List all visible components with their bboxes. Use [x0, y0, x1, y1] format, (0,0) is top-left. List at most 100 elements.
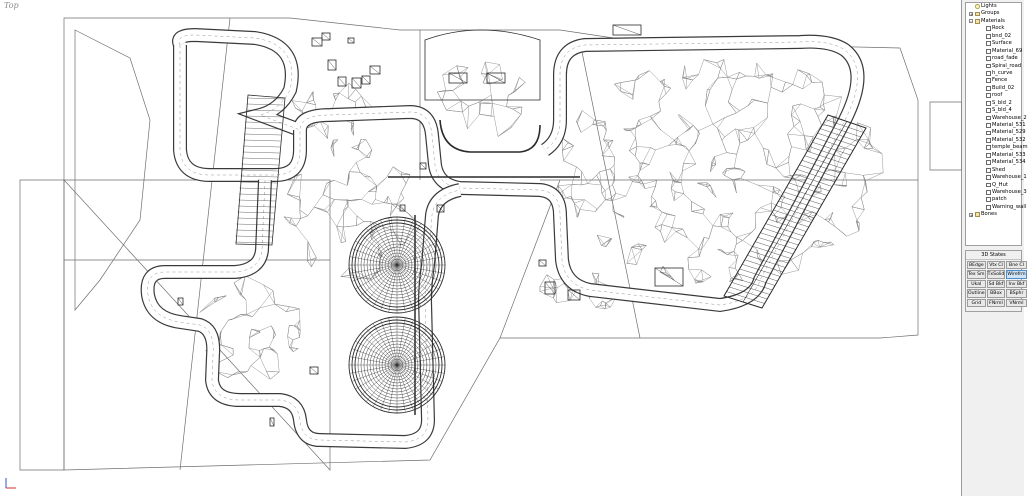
tree-item-label: h_curve [992, 69, 1013, 76]
tree-item-label: Warehouse_1 [992, 174, 1027, 181]
wireframe-canvas[interactable] [0, 0, 963, 496]
top-viewport[interactable]: Top [0, 0, 963, 496]
tree-item[interactable]: Lights [966, 3, 1021, 10]
material-icon [986, 175, 991, 180]
states-panel-title: 3D States [966, 251, 1021, 260]
material-icon [986, 182, 991, 188]
tree-item-label: Lights [981, 3, 997, 9]
folder-icon [975, 11, 980, 17]
tree-item[interactable]: + Groups [966, 10, 1021, 17]
tree-item[interactable]: Q_Hut [966, 182, 1021, 189]
tree-item[interactable]: S_bld_2 [966, 100, 1021, 107]
tree-item[interactable]: + Bones [966, 211, 1021, 218]
tree-item[interactable]: Warehouse_1 [966, 174, 1027, 181]
tree-item[interactable]: Warehouse_2 [966, 115, 1027, 122]
tree-item[interactable]: Shed [966, 167, 1021, 174]
material-icon [986, 167, 991, 173]
tree-item-label: Fence [992, 77, 1008, 84]
tree-item[interactable]: Material_534 [966, 159, 1026, 166]
tree-item[interactable]: Fence [966, 77, 1021, 84]
tree-item-label: Material_529 [992, 129, 1026, 136]
tree-item[interactable]: bnd_02 [966, 33, 1021, 40]
tree-item[interactable]: Material_69 [966, 47, 1023, 55]
tree-item[interactable]: Material_532 [966, 137, 1026, 144]
material-icon [986, 100, 991, 106]
state-toggle-button[interactable]: Wirefrm [1006, 270, 1027, 279]
material-icon [986, 137, 991, 143]
state-toggle-button[interactable]: Inv Bkf [1006, 279, 1027, 289]
tree-item[interactable]: Material_529 [966, 129, 1026, 136]
state-toggle-button[interactable]: Tex Sm [967, 270, 986, 279]
tree-item[interactable]: Spiral_road [966, 63, 1021, 70]
state-toggle-button[interactable]: Sd Bkf [986, 279, 1006, 289]
tree-item-label: Bones [981, 211, 997, 218]
folder-icon [975, 18, 980, 24]
state-toggle-button[interactable]: Outline [967, 289, 986, 298]
tree-item-label: Q_Hut [992, 181, 1008, 188]
tree-item[interactable]: Rock [966, 25, 1021, 32]
material-icon [986, 48, 991, 54]
state-toggle-button[interactable]: BEdge [967, 261, 986, 270]
material-icon [986, 41, 991, 47]
tree-item-label: Rock [992, 25, 1005, 32]
tree-item[interactable]: Material_533 [966, 152, 1026, 159]
state-toggle-button[interactable]: Vtx Cl [986, 261, 1006, 270]
tree-item[interactable]: Material_531 [966, 122, 1026, 129]
expander-icon[interactable]: + [969, 212, 974, 218]
state-toggle-button[interactable]: FNrml [986, 298, 1006, 307]
tree-item-label: Build_02 [992, 84, 1015, 91]
state-toggle-button[interactable]: Ukal [967, 279, 986, 289]
expander-icon[interactable]: + [969, 11, 974, 17]
buildings [177, 24, 684, 427]
boundary-polygons [19, 17, 963, 471]
material-icon [986, 33, 991, 39]
tree-item[interactable]: Build_02 [966, 85, 1021, 92]
tree-item[interactable]: Warehouse_3 [966, 189, 1027, 196]
tree-item-label: Material_532 [992, 136, 1026, 143]
material-icon [986, 115, 991, 121]
tree-item[interactable]: temple_beam [966, 144, 1028, 151]
terrain-triangulation [199, 59, 884, 380]
state-toggle-button[interactable]: TxSolid [986, 270, 1006, 279]
tree-item-label: Material_69 [992, 47, 1023, 54]
tree-item-label: Material_533 [992, 151, 1026, 158]
tree-item-label: road_fade [992, 55, 1018, 62]
tree-item-label: Groups [981, 10, 1000, 17]
material-icon [986, 56, 991, 61]
state-toggle-button[interactable]: VNrml [1006, 298, 1027, 307]
material-icon [986, 78, 991, 84]
tree-item-label: Spiral_road [992, 62, 1022, 69]
tree-item-label: S_bld_2 [992, 99, 1012, 106]
material-icon [986, 130, 991, 136]
state-toggle-button[interactable]: BSphr [1006, 289, 1027, 298]
material-icon [986, 152, 991, 158]
material-icon [986, 71, 991, 76]
tree-item-label: Material_531 [992, 122, 1026, 128]
tree-item-label: Warehouse_2 [992, 114, 1027, 121]
tree-item[interactable]: roof [966, 92, 1021, 99]
tree-item-label: Materials [981, 17, 1005, 24]
tree-item-label: Material_534 [992, 159, 1026, 166]
tree-item[interactable]: h_curve [966, 70, 1021, 77]
material-icon [986, 204, 991, 210]
tree-item-label: S_bld_4 [992, 107, 1012, 114]
material-icon [986, 123, 991, 128]
tree-item-label: Surface [992, 40, 1012, 47]
material-icon [986, 190, 991, 195]
state-toggle-button[interactable]: BBox [986, 289, 1006, 298]
expander-icon[interactable]: - [969, 19, 973, 25]
state-toggle-button[interactable]: Grid [967, 298, 986, 307]
tree-item[interactable]: Warning_wall [966, 204, 1026, 211]
material-icon [986, 160, 991, 166]
tree-item[interactable]: - Materials [966, 18, 1021, 25]
tree-item-label: Shed [992, 166, 1006, 173]
tree-item[interactable]: patch [966, 196, 1021, 203]
tree-item-label: Warehouse_3 [992, 188, 1027, 195]
tree-item[interactable]: road_fade [966, 55, 1021, 62]
tree-item[interactable]: S_bld_4 [966, 107, 1021, 114]
state-toggle-button[interactable]: Bne Cl [1006, 261, 1027, 270]
tree-item[interactable]: Surface [966, 40, 1021, 47]
